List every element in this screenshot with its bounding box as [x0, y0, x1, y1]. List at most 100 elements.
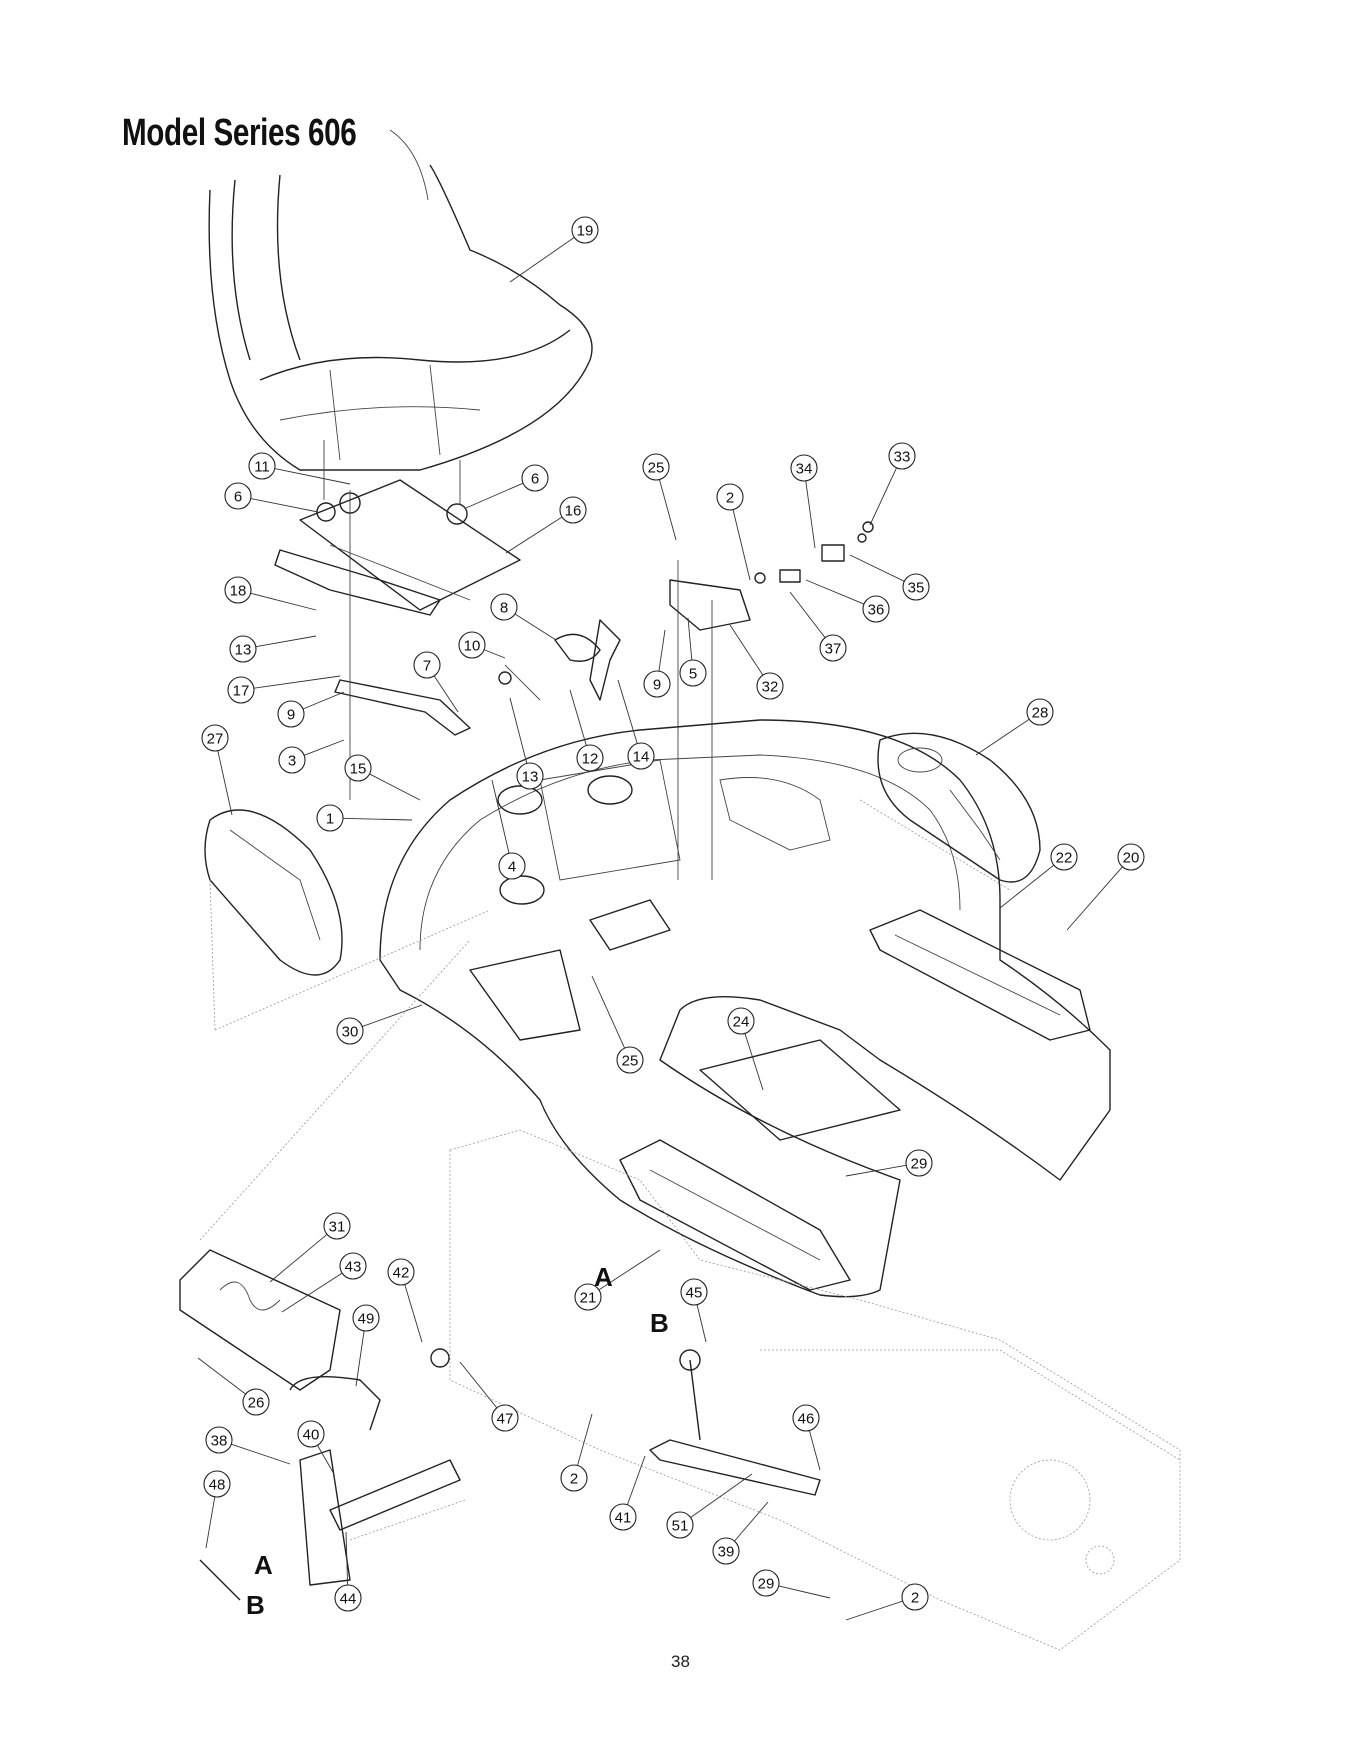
callout-17: 17	[228, 677, 254, 703]
callout-12: 12	[577, 745, 603, 771]
callout-label: 30	[342, 1024, 359, 1041]
callout-label: 49	[358, 1311, 375, 1328]
callout-5: 5	[680, 660, 706, 686]
callout-41: 41	[610, 1504, 636, 1530]
callout-11: 11	[249, 453, 275, 479]
callout-leader-27	[218, 751, 232, 815]
callout-leader-20	[1067, 867, 1122, 930]
callout-leader-30	[362, 1005, 422, 1027]
callout-38: 38	[206, 1427, 232, 1453]
callout-26: 26	[243, 1389, 269, 1415]
callout-label: 34	[796, 461, 813, 478]
callout-leader-39	[734, 1502, 768, 1541]
callout-2: 2	[717, 484, 743, 510]
callout-6: 6	[522, 465, 548, 491]
callout-label: 10	[464, 638, 481, 655]
callout-10: 10	[459, 632, 485, 658]
callout-label: 45	[686, 1285, 703, 1302]
callout-label: 33	[894, 449, 911, 466]
callout-19: 19	[572, 217, 598, 243]
callout-leader-13	[510, 698, 527, 763]
callout-leader-29	[846, 1165, 906, 1176]
callout-28: 28	[1027, 699, 1053, 725]
callout-9: 9	[644, 671, 670, 697]
callout-label: 36	[868, 602, 885, 619]
callout-44: 44	[335, 1585, 361, 1611]
callout-leader-6	[466, 483, 523, 508]
callout-label: 6	[531, 471, 539, 488]
connection-letter-b: B	[650, 1308, 669, 1338]
callout-label: 2	[911, 1590, 919, 1607]
callout-label: 20	[1123, 850, 1140, 867]
callout-leader-14	[618, 680, 637, 744]
callout-leader-13	[256, 636, 316, 647]
callout-leader-49	[356, 1331, 364, 1386]
callout-leader-8	[515, 614, 556, 640]
callout-leader-5	[688, 618, 692, 660]
callout-leader-24	[745, 1033, 763, 1090]
callout-30: 30	[337, 1018, 363, 1044]
callout-leader-45	[697, 1305, 706, 1342]
callout-leader-48	[206, 1497, 215, 1548]
callout-37: 37	[820, 635, 846, 661]
panel-27-drawing	[205, 810, 490, 1030]
callout-label: 39	[718, 1544, 735, 1561]
callout-label: 18	[230, 583, 247, 600]
callout-label: 47	[497, 1411, 514, 1428]
callout-label: 9	[287, 707, 295, 724]
callout-13: 13	[517, 763, 543, 789]
callout-leader-19	[510, 237, 574, 282]
callout-label: 25	[648, 460, 665, 477]
callout-leader-37	[790, 592, 825, 638]
callout-27: 27	[202, 725, 228, 751]
callout-45: 45	[681, 1279, 707, 1305]
callout-47: 47	[492, 1405, 518, 1431]
callout-25: 25	[643, 454, 669, 480]
connection-letter-a: A	[254, 1550, 273, 1580]
leader-lines	[198, 237, 1122, 1620]
callout-label: 22	[1056, 850, 1073, 867]
callout-43: 43	[340, 1253, 366, 1279]
callout-leader-51	[691, 1474, 752, 1517]
callout-34: 34	[791, 455, 817, 481]
callout-label: 17	[233, 683, 250, 700]
callout-leader-35	[850, 555, 904, 581]
callout-39: 39	[713, 1538, 739, 1564]
callout-label: 24	[733, 1014, 750, 1031]
callout-leader-2	[578, 1414, 592, 1465]
callout-32: 32	[757, 673, 783, 699]
callout-label: 40	[303, 1427, 320, 1444]
callout-leader-12	[570, 690, 586, 746]
callout-2: 2	[902, 1584, 928, 1610]
bracket-32-drawing	[670, 522, 873, 880]
callout-13: 13	[230, 636, 256, 662]
callout-leader-16	[506, 517, 562, 553]
callout-label: 5	[689, 666, 697, 683]
callout-label: 2	[570, 1471, 578, 1488]
callout-15: 15	[345, 755, 371, 781]
callout-label: 35	[908, 580, 925, 597]
callout-36: 36	[863, 596, 889, 622]
callout-label: 38	[211, 1433, 228, 1450]
callout-20: 20	[1118, 844, 1144, 870]
callout-leader-46	[809, 1431, 820, 1470]
callout-leader-31	[270, 1234, 327, 1282]
callout-label: 1	[326, 811, 334, 828]
callout-label: 28	[1032, 705, 1049, 722]
callout-leader-36	[806, 580, 864, 604]
page-number: 38	[0, 1652, 1361, 1672]
callout-31: 31	[324, 1213, 350, 1239]
linkage-51-drawing	[431, 1349, 820, 1495]
callout-label: 29	[758, 1576, 775, 1593]
callout-label: 16	[565, 503, 582, 520]
callout-label: 9	[653, 677, 661, 694]
callout-leader-33	[870, 468, 897, 525]
callout-49: 49	[353, 1305, 379, 1331]
callout-group: 1911661625234333536373218813109517792731…	[202, 217, 1144, 1611]
shift-plate-drawing	[180, 940, 470, 1600]
callout-label: 13	[235, 642, 252, 659]
callout-22: 22	[1051, 844, 1077, 870]
callout-leader-17	[254, 676, 340, 688]
callout-18: 18	[225, 577, 251, 603]
callout-label: 44	[340, 1591, 357, 1608]
